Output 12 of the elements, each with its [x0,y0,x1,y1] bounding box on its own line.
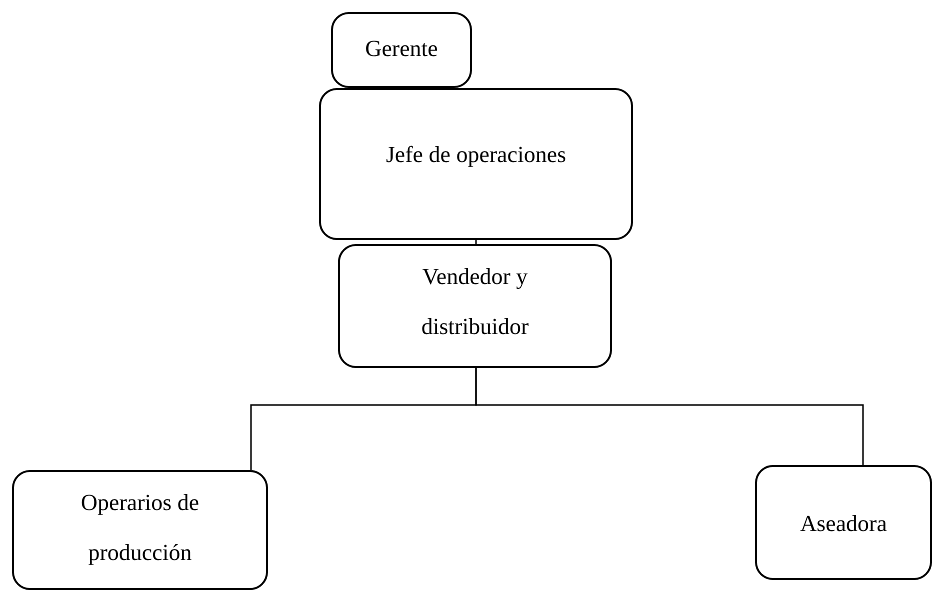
connector-line [475,368,864,465]
position-title: Jefe de operaciones [386,141,566,169]
position-title: Aseadora [800,510,887,538]
position-title: Vendedor y distribuidor [420,263,530,341]
position-title: Gerente [365,35,438,63]
position-title: Operarios de producción [80,489,200,567]
org-chart-box [12,470,268,590]
connector-line [475,240,477,244]
org-chart-box [331,12,472,88]
org-chart-box [319,88,633,240]
org-chart-box [755,465,932,580]
org-chart-box [338,244,612,368]
